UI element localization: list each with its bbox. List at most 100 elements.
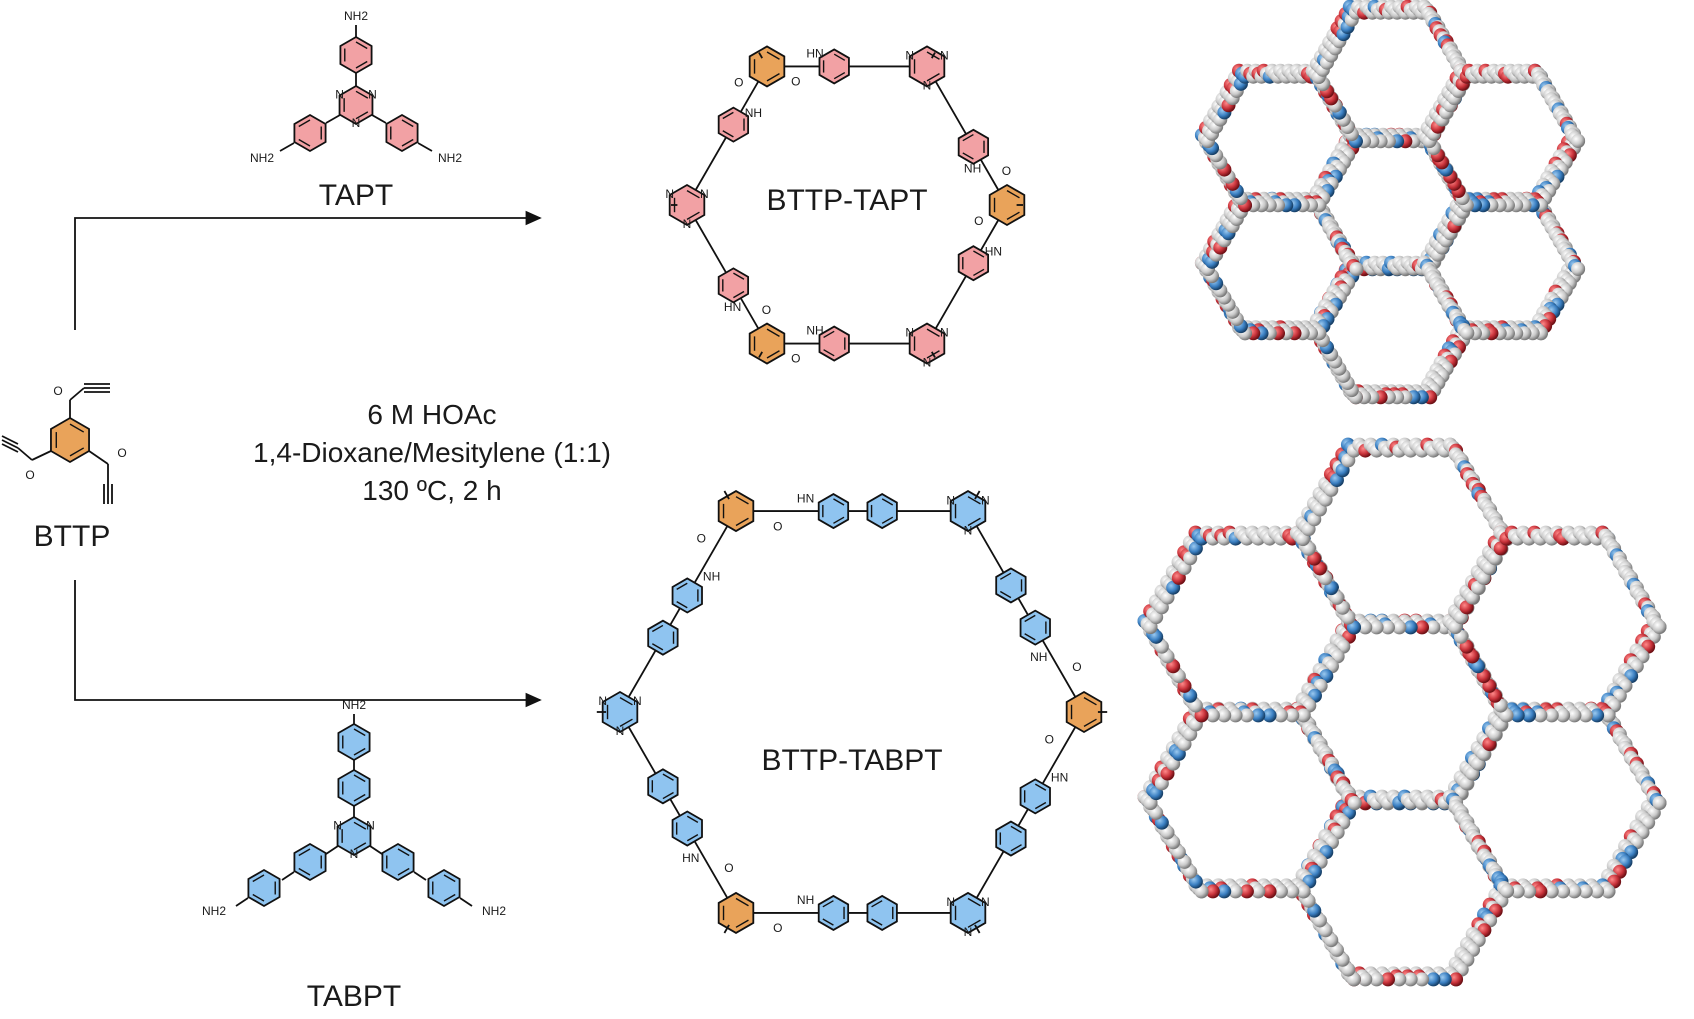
pore: [1332, 279, 1448, 381]
atom-sphere: [1437, 972, 1452, 987]
atom-sphere: [1273, 884, 1288, 899]
pore: [1474, 555, 1635, 693]
nitrogen-atom: N: [905, 326, 914, 340]
double-bond: [967, 496, 981, 505]
atom-sphere: [1601, 884, 1616, 899]
double-bond: [353, 793, 366, 802]
atom-sphere: [1601, 708, 1616, 723]
double-bond: [401, 119, 414, 128]
oxygen-atom: O: [724, 861, 733, 875]
atom-sphere: [1571, 262, 1586, 276]
atom-sphere: [1578, 884, 1593, 899]
double-bond: [722, 130, 734, 138]
atom-sphere: [1262, 708, 1277, 723]
double-bond: [397, 848, 410, 857]
tabpt-label: TABPT: [307, 980, 401, 1013]
pore: [1442, 87, 1559, 189]
double-bond: [833, 516, 845, 524]
double-bond: [686, 834, 699, 842]
nitrogen-atom: N: [616, 724, 625, 738]
double-bond: [1006, 211, 1020, 221]
pore: [1169, 555, 1330, 693]
double-bond: [766, 73, 780, 82]
oxygen-atom: O: [53, 384, 62, 398]
bond: [31, 450, 52, 461]
extension-stub: [931, 52, 936, 59]
nitrogen-atom: N: [700, 187, 709, 201]
atom-sphere: [1392, 972, 1407, 987]
nitrogen-atom: N: [940, 326, 949, 340]
atom-sphere: [1652, 796, 1667, 810]
double-bond: [619, 696, 633, 706]
bond: [281, 871, 295, 881]
double-bond: [298, 867, 311, 876]
atom-sphere: [1652, 620, 1667, 634]
double-bond: [833, 71, 846, 80]
pore: [1332, 23, 1448, 125]
pore: [1474, 731, 1635, 869]
atom-sphere: [1567, 708, 1582, 723]
oxygen-atom: O: [1002, 164, 1011, 178]
imine-nh: NH: [806, 324, 823, 338]
amine-group: NH2: [438, 151, 462, 165]
atom-sphere: [1556, 708, 1571, 723]
double-bond: [962, 152, 974, 160]
double-bond: [298, 848, 311, 857]
atom-sphere: [1228, 884, 1243, 899]
bond: [279, 142, 295, 152]
atom-sphere: [1510, 884, 1525, 899]
bond: [1, 435, 19, 445]
atom-sphere: [1347, 796, 1362, 810]
oxygen-atom: O: [773, 921, 782, 935]
pore: [1322, 467, 1482, 605]
atom-sphere: [1392, 620, 1407, 635]
imine-nh: NH: [797, 893, 814, 907]
bond: [235, 897, 249, 907]
amine-group: NH2: [342, 698, 366, 712]
oxygen-atom: O: [791, 75, 800, 89]
nitrogen-atom: N: [946, 493, 955, 507]
oxygen-atom: O: [791, 352, 800, 366]
amine-group: NH2: [344, 9, 368, 23]
imine-nh: NH: [745, 106, 762, 120]
imine-nh: HN: [797, 491, 814, 505]
double-bond: [733, 290, 745, 299]
imine-nh: HN: [1051, 770, 1068, 784]
imine-nh: NH: [1030, 650, 1047, 664]
condition-temperature: 130 ºC, 2 h: [362, 475, 501, 506]
oxygen-atom: O: [117, 446, 126, 460]
arrow-right-icon: [74, 580, 542, 708]
atom-sphere: [1358, 972, 1373, 987]
atom-sphere: [1228, 708, 1243, 723]
extension-stub: [723, 490, 730, 500]
atom-sphere: [1578, 708, 1593, 723]
double-bond: [676, 582, 688, 590]
double-bond: [353, 728, 366, 737]
bond: [69, 387, 85, 401]
arrow-right-icon: [74, 210, 542, 330]
condition-solvent: 1,4-Dioxane/Mesitylene (1:1): [253, 437, 611, 468]
atom-sphere: [1273, 708, 1288, 723]
double-bond: [1010, 825, 1022, 834]
double-bond: [676, 600, 688, 609]
double-bond: [735, 897, 749, 907]
double-bond: [1083, 696, 1097, 706]
double-bond: [397, 867, 410, 876]
framework-edge: [619, 711, 737, 914]
nitrogen-atom: N: [665, 187, 674, 201]
atom-sphere: [1522, 884, 1537, 899]
extension-stub: [758, 52, 763, 59]
atom-sphere: [1415, 620, 1430, 635]
amine-group: NH2: [202, 904, 226, 918]
bond: [413, 871, 427, 881]
double-bond: [962, 133, 974, 142]
atom-sphere: [1510, 708, 1525, 723]
oxygen-atom: O: [734, 76, 743, 90]
atom-sphere: [1380, 972, 1395, 987]
atom-sphere: [1251, 708, 1266, 723]
extension-stub: [931, 351, 936, 358]
nitrogen-atom: N: [333, 819, 342, 833]
